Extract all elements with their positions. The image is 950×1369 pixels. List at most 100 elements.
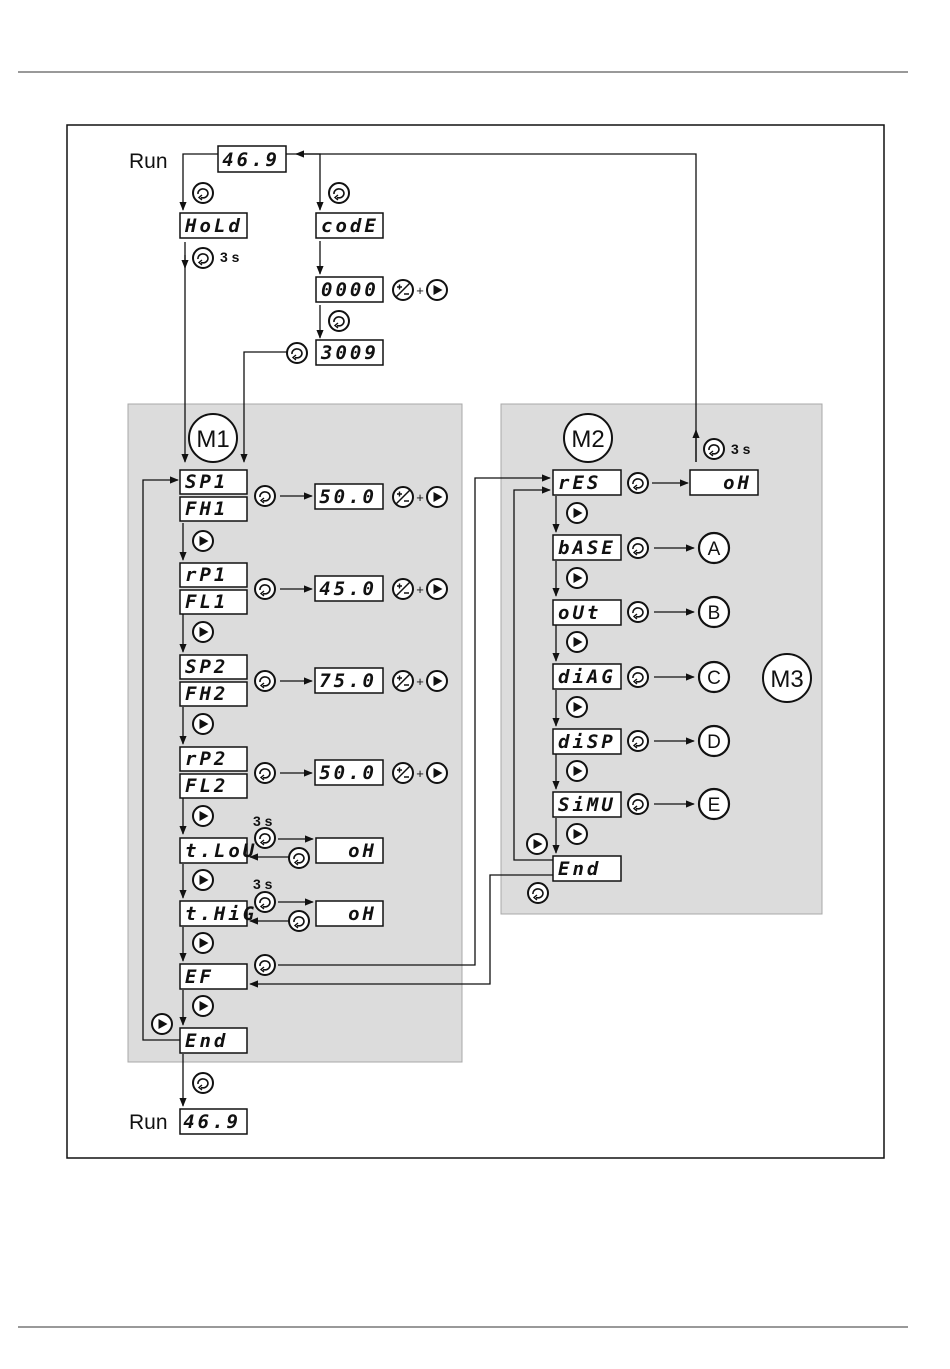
svg-text:B: B [708,603,721,624]
plus-sign: + [416,766,424,781]
letter-circle-c: C [699,662,729,692]
display-sp1: SP1 [180,470,247,494]
display-out: oUt [553,600,621,625]
letter-circle-d: D [699,726,729,756]
display-text-fl2: FL2 [185,775,228,797]
svg-text:C: C [707,668,721,689]
mode-enter-icon [528,883,548,903]
display-text-end2: End [558,858,601,880]
play-arrow-icon [427,763,447,783]
display-text-tlou-val: oH [348,840,377,862]
mode-enter-icon [628,794,648,814]
display-rp1: rP1 [180,563,247,587]
tlou-time-label: 3 s [253,813,273,829]
play-arrow-icon [427,280,447,300]
display-text-code-zero: 0000 [321,279,379,301]
play-arrow-icon [193,714,213,734]
display-end2: End [553,856,621,881]
plus-sign: + [416,582,424,597]
mode-enter-icon [255,892,275,912]
display-text-sp2: SP2 [185,656,228,678]
run-label-bottom: Run [129,1111,168,1134]
mode-enter-icon [628,473,648,493]
mode-enter-icon [289,848,309,868]
display-sp2-val: 75.0 [315,668,383,693]
display-tlou: t.LoU [180,838,257,863]
display-text-out: oUt [558,602,601,624]
display-fh2: FH2 [180,682,247,706]
mode-enter-icon [287,343,307,363]
display-hold: HoLd [180,213,247,238]
display-text-sp1-val: 50.0 [319,486,377,508]
mode-enter-icon [628,731,648,751]
display-text-sp1: SP1 [185,471,228,493]
display-sp1-val: 50.0 [315,484,383,509]
plus-sign: + [416,283,424,298]
display-tlou-val: oH [316,838,383,863]
display-rp2: rP2 [180,747,247,771]
play-arrow-icon [193,996,213,1016]
display-text-rp2: rP2 [185,748,228,770]
play-arrow-icon [567,568,587,588]
display-text-code-val: 3009 [320,342,379,364]
res-time-label: 3 s [731,441,751,457]
play-arrow-icon [567,697,587,717]
display-fh1: FH1 [180,497,247,521]
display-text-run-bottom: 46.9 [183,1111,241,1133]
display-fl2: FL2 [180,774,247,798]
play-arrow-icon [567,761,587,781]
display-diag: diAG [553,664,621,689]
play-arrow-icon [193,806,213,826]
svg-text:D: D [707,732,721,753]
mode-enter-icon [704,439,724,459]
plus-sign: + [416,674,424,689]
plus-minus-icon [393,579,413,599]
plus-minus-icon [393,763,413,783]
play-arrow-icon [152,1014,172,1034]
letter-circle-a: A [699,533,729,563]
display-text-diag: diAG [558,666,616,688]
mode-enter-icon [329,183,349,203]
display-text-rp1: rP1 [185,564,228,586]
display-text-fh1: FH1 [185,498,228,520]
mode-enter-icon [255,486,275,506]
svg-text:A: A [708,539,721,560]
play-arrow-icon [427,579,447,599]
display-text-res-val: oH [723,472,752,494]
letter-circle-b: B [699,597,729,627]
play-arrow-icon [193,870,213,890]
display-run-top: 46.9 [218,146,286,172]
plus-sign: + [416,490,424,505]
mode-enter-icon [255,955,275,975]
display-sp2: SP2 [180,655,247,679]
mode-enter-icon [193,183,213,203]
display-res: rES [553,470,621,495]
letter-circle-e: E [699,789,729,819]
display-text-code: codE [321,215,379,237]
display-text-rp2-val: 50.0 [319,762,377,784]
mode-enter-icon [329,311,349,331]
mode-enter-icon [255,763,275,783]
display-text-res: rES [558,472,601,494]
display-text-end1: End [185,1030,228,1052]
display-text-fl1: FL1 [185,591,228,613]
display-code: codE [316,213,383,238]
display-text-run-top: 46.9 [222,149,280,171]
play-arrow-icon [427,487,447,507]
display-simu: SiMU [553,792,621,817]
display-text-tlou: t.LoU [185,840,257,862]
display-rp2-val: 50.0 [315,760,383,785]
m1-label: M1 [196,426,229,453]
mode-enter-icon [628,538,648,558]
display-base: bASE [553,535,621,560]
thig-time-label: 3 s [253,876,273,892]
display-code-zero: 0000 [316,277,383,302]
play-arrow-icon [567,632,587,652]
display-text-thig: t.HiG [185,903,257,925]
display-thig-val: oH [316,901,383,926]
display-res-val: oH [690,470,758,495]
display-disp: diSP [553,729,621,754]
hold-time-label: 3 s [220,249,240,265]
plus-minus-icon [393,487,413,507]
